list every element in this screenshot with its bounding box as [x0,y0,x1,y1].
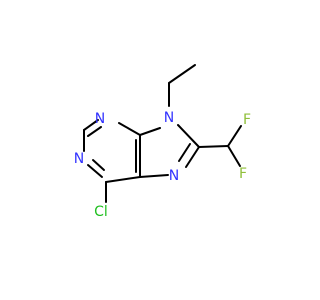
atom-labels: N N N N F F Cl [74,110,251,220]
atom-cl: Cl [94,204,108,220]
bond-n9-c4 [139,127,161,136]
atom-n9: N [164,110,174,126]
bond-ethyl-ch3 [168,64,196,84]
bonds [83,64,242,203]
bond-n1-c6-double [92,159,105,171]
bond-c8-chf2 [198,145,229,148]
bond-c6-c5 [105,176,141,183]
bond-n1-c6 [87,164,103,178]
bond-c8-n7-double [178,143,191,162]
atom-n7: N [169,168,179,184]
atom-n-ring-top: N [95,111,105,127]
bond-n3-c2 [83,119,99,131]
atom-f-lower: F [239,166,247,182]
bond-c8-n7 [185,146,200,168]
bond-n7-c5 [139,174,169,178]
atom-n-ring-left: N [74,151,84,167]
bond-n3-c2-double [87,126,102,137]
chemical-structure: N N N N F F Cl [74,64,251,220]
bond-chf2-f-lower [227,145,241,167]
bond-chf2-f-upper [227,125,242,147]
atom-f-upper: F [243,112,251,128]
bond-n9-c8 [177,124,200,148]
bond-c4-n3 [118,122,141,136]
